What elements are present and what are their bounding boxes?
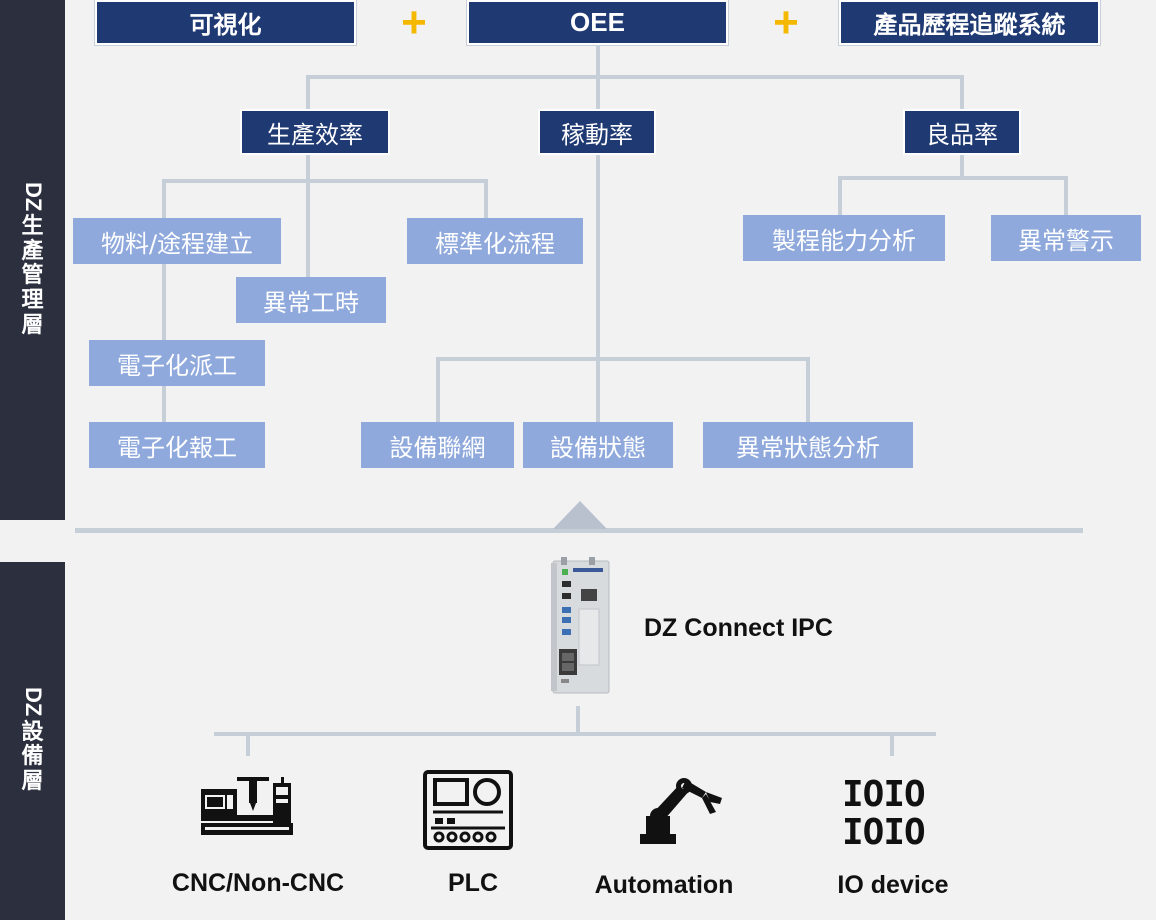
connector [162,179,166,424]
management-layer-char: 生 [21,214,44,240]
management-layer-char: 理 [21,287,44,313]
alert-box: 異常警示 [991,215,1141,261]
connector [576,706,580,734]
cnc-machine-icon [201,777,293,835]
standard-process-box: 標準化流程 [407,218,583,264]
connector [596,44,600,76]
traceability-box: 產品歷程追蹤系統 [839,0,1100,45]
equipment-layer-char: 層 [21,768,44,794]
abnormal-analysis-box: 異常狀態分析 [703,422,913,468]
connector [484,179,488,219]
connector [596,75,600,109]
connector [436,357,440,423]
status-box: 設備狀態 [523,422,673,468]
connector [306,75,964,79]
visualization-box: 可視化 [95,0,356,45]
equipment-layer-prefix: DZ [20,687,46,717]
connector [162,179,488,183]
connector [306,75,310,111]
plus-icon: + [401,0,427,47]
capability-box: 製程能力分析 [743,215,945,261]
connector [1064,176,1068,216]
connector [960,75,964,111]
quality-box: 良品率 [903,109,1021,155]
connector [436,357,810,361]
connector [838,176,842,216]
abnormal-hours-box: 異常工時 [236,277,386,323]
connector [596,153,600,425]
equipment-layer-char: 備 [21,744,44,770]
connector [306,153,310,281]
equipment-layer-char: 設 [21,719,44,745]
connector [806,357,810,423]
up-arrow-icon [553,501,607,529]
management-layer-prefix: DZ [20,181,46,212]
automation-label: Automation [594,871,734,899]
cnc-label: CNC/Non-CNC [171,869,345,897]
ipc-label: DZ Connect IPC [644,614,833,642]
connector [890,732,894,756]
io-device-label: IO device [837,871,949,899]
management-layer-sidebar: DZ 生 產 管 理 層 [0,0,65,520]
e-dispatch-box: 電子化派工 [89,340,265,386]
management-layer-char: 產 [21,238,44,264]
material-route-box: 物料/途程建立 [73,218,281,264]
equipment-layer-sidebar: DZ 設 備 層 [0,562,65,920]
networking-box: 設備聯網 [361,422,514,468]
robot-arm-icon [640,778,722,844]
management-layer-char: 層 [21,312,44,338]
availability-box: 稼動率 [538,109,656,155]
oee-box: OEE [467,0,728,45]
efficiency-box: 生產效率 [240,109,390,155]
management-layer-char: 管 [21,263,44,289]
connector [246,732,250,756]
io-binary-row: IOIO [842,774,926,815]
connector [214,732,936,736]
layer-divider [75,528,1083,533]
plc-icon [423,770,513,850]
connector [960,153,964,177]
connector [838,176,1068,180]
e-report-box: 電子化報工 [89,422,265,468]
io-binary-row: IOIO [842,812,926,853]
plus-icon: + [773,0,799,47]
io-binary-icon: IOIO IOIO [842,776,932,852]
ipc-device-icon [551,557,610,694]
plc-label: PLC [448,869,498,897]
